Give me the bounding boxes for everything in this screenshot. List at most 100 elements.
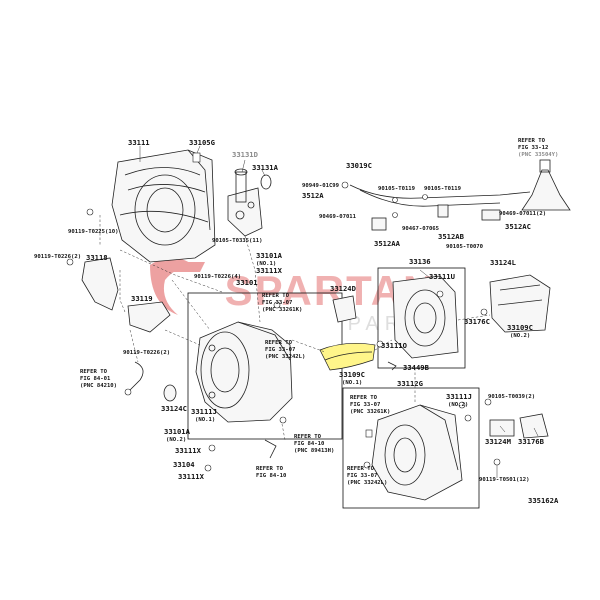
watermark-logo-icon: [150, 257, 205, 315]
label-33124L: 33124L: [490, 258, 517, 267]
label-ref5: REFER TO: [256, 466, 284, 472]
label-ref84-fig: FIG 84-01: [80, 376, 111, 382]
label-33131A: 33131A: [252, 163, 279, 172]
label-33176C: 33176C: [464, 317, 490, 326]
label-33101A: 33101A: [256, 251, 283, 260]
label-ref2-pnc: (PNC 33242L): [265, 354, 305, 360]
seal-33131A: [260, 174, 272, 190]
label-33019C: 33019C: [346, 161, 372, 170]
label-90105-T0335: 90105-T0335(11): [212, 238, 263, 244]
label-33449B: 33449B: [403, 363, 430, 372]
bracket-3512AC: [481, 209, 501, 221]
label-ref3-fig: FIG 33-07: [350, 402, 380, 408]
label-33109C-no2-no: (NO.2): [510, 333, 530, 339]
label-33124C: 33124C: [161, 404, 187, 413]
label-33111U: 33111U: [429, 272, 455, 281]
label-90119-T0501: 90119-T0501(12): [479, 477, 530, 483]
label-33131D: 33131D: [232, 150, 258, 159]
part-33124M: [489, 419, 515, 437]
label-33111J2: 33111J: [446, 392, 472, 401]
label-33119: 33119: [131, 294, 153, 303]
label-ref3: REFER TO: [350, 395, 378, 401]
bracket-33118: [81, 257, 119, 311]
label-33104: 33104: [173, 460, 195, 469]
label-ref4-pnc: (PNC 89413H): [294, 448, 334, 454]
label-3512AC: 3512AC: [505, 222, 531, 231]
label-90119-T0226b: 90119-T0226(4): [194, 274, 241, 280]
label-33136: 33136: [409, 257, 431, 266]
label-90469b: 90469-07011(2): [499, 211, 546, 217]
label-refer-top-fig: FIG 33-12: [518, 145, 548, 151]
label-ref1-pnc: (PNC 33261K): [262, 307, 302, 313]
label-33124M: 33124M: [485, 437, 512, 446]
label-33109C-no1: 33109C: [339, 370, 365, 379]
label-90469a: 90469-07011: [319, 214, 357, 220]
label-33111X2: 33111X: [175, 446, 202, 455]
label-33111J-no: (NO.1): [195, 417, 215, 423]
leader-lines: [99, 145, 539, 478]
bolt-33105G: [192, 152, 201, 163]
bracket-3512AB: [437, 204, 449, 218]
label-90105-T0039: 90105-T0039(2): [488, 394, 535, 400]
label-ref2: REFER TO: [265, 340, 293, 346]
label-ref6-fig: FIG 33-07: [347, 473, 377, 479]
label-33101: 33101: [236, 278, 258, 287]
label-diagram-id: 335162A: [528, 496, 559, 505]
clutch-housing: [111, 149, 216, 263]
label-90119-T0226c: 90119-T0226(2): [123, 350, 170, 356]
label-33101A2: 33101A: [164, 427, 191, 436]
shift-rod-2: [359, 189, 501, 207]
label-33111J: 33111J: [191, 407, 217, 416]
shift-lever-boot: [521, 159, 571, 211]
box-extension-housing: [342, 387, 480, 509]
label-ref6: REFER TO: [347, 466, 375, 472]
extension-housing: [371, 404, 463, 501]
label-ref84-pnc: (PNC 84210): [80, 383, 117, 389]
label-ref6-pnc: (PNC 33242L): [347, 480, 387, 486]
label-33111O: 33111O: [381, 341, 407, 350]
part-33109C-no1-highlighted: [319, 343, 376, 371]
label-90105-2: 90105-T0119: [424, 186, 462, 192]
bracket-3512AA: [371, 217, 387, 231]
box-adapter: [377, 267, 466, 369]
plug-33124C: [163, 384, 177, 402]
label-refer-top-pnc: (PNC 33504Y): [518, 152, 558, 158]
label-90105-1: 90105-T0119: [378, 186, 416, 192]
label-ref3-pnc: (PNC 33261K): [350, 409, 390, 415]
label-90119-T0225: 90119-T0225(10): [68, 229, 119, 235]
label-3512AA: 3512AA: [374, 239, 401, 248]
shift-rod: [349, 184, 531, 199]
label-33111: 33111: [128, 138, 150, 147]
bracket-33119: [127, 301, 171, 333]
label-90949: 90949-01C99: [302, 183, 340, 189]
transmission-case: [195, 321, 293, 423]
label-90467: 90467-07065: [402, 226, 439, 232]
label-ref4-fig: FIG 84-10: [294, 441, 325, 447]
label-33111X: 33111X: [256, 266, 283, 275]
label-ref1: REFER TO: [262, 293, 290, 299]
part-33176B: [519, 413, 549, 439]
label-33105G: 33105G: [189, 138, 215, 147]
label-33109C-no1-no: (NO.1): [342, 380, 362, 386]
label-33109C-no2: 33109C: [507, 323, 533, 332]
label-ref84: REFER TO: [80, 369, 108, 375]
label-33111J2-no: (NO.2): [448, 402, 468, 408]
label-ref2-fig: FIG 33-07: [265, 347, 295, 353]
label-ref5-fig: FIG 84-10: [256, 473, 287, 479]
labels: 33111 33105G 33131D 33131A 33019C REFER …: [34, 138, 559, 505]
label-90105-T0070: 90105-T0070: [446, 244, 484, 250]
sensor-84210: [127, 361, 144, 393]
label-33124D: 33124D: [330, 284, 356, 293]
bearing-retainer: [227, 168, 263, 237]
label-ref1-fig: FIG 33-07: [262, 300, 292, 306]
label-33112G: 33112G: [397, 379, 423, 388]
label-ref4: REFER TO: [294, 434, 322, 440]
label-90119-T0226a: 90119-T0226(2): [34, 254, 81, 260]
label-refer-top: REFER TO: [518, 138, 546, 144]
label-3512AB: 3512AB: [438, 232, 465, 241]
label-33176B: 33176B: [518, 437, 545, 446]
cover-33124D: [332, 295, 357, 323]
label-33101A-no: (NO.1): [256, 261, 276, 267]
label-33101A2-no: (NO.2): [166, 437, 186, 443]
